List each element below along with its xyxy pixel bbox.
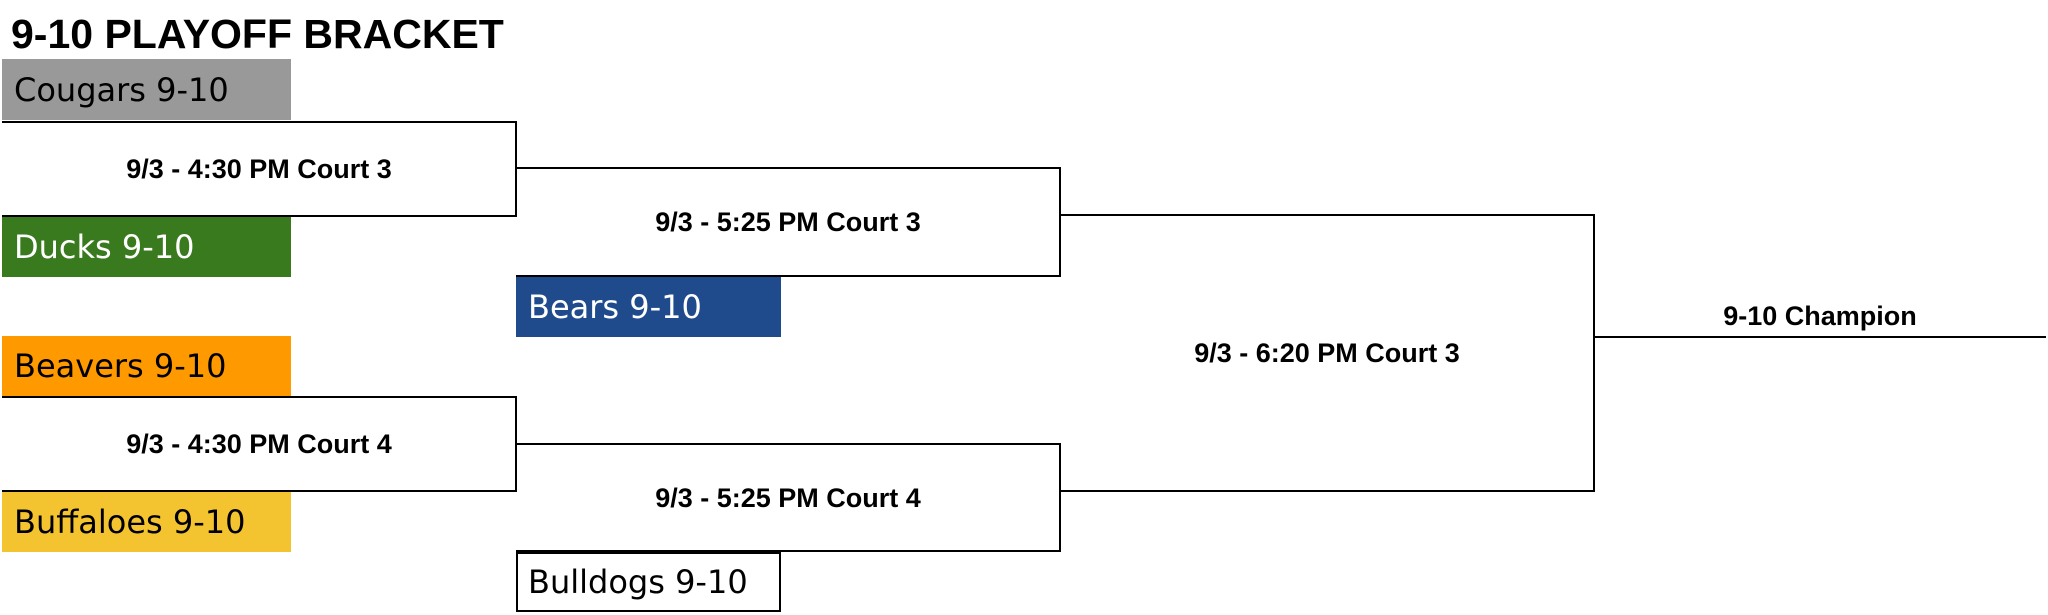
team-beavers: Beavers 9-10 xyxy=(2,336,291,396)
game-label-final: 9/3 - 6:20 PM Court 3 xyxy=(1194,338,1460,368)
game-label-r1-top: 9/3 - 4:30 PM Court 3 xyxy=(126,154,392,184)
team-label: Beavers 9-10 xyxy=(14,347,227,385)
game-label-r1-bottom: 9/3 - 4:30 PM Court 4 xyxy=(126,429,392,459)
team-bears: Bears 9-10 xyxy=(516,277,781,337)
team-cougars: Cougars 9-10 xyxy=(2,59,291,120)
game-label-r2-bottom: 9/3 - 5:25 PM Court 4 xyxy=(655,483,921,513)
team-label: Buffaloes 9-10 xyxy=(14,503,246,541)
team-label: Bulldogs 9-10 xyxy=(528,563,748,601)
team-label: Cougars 9-10 xyxy=(14,70,229,109)
team-label: Bears 9-10 xyxy=(528,288,702,326)
team-buffaloes: Buffaloes 9-10 xyxy=(2,492,291,552)
bracket-title: 9-10 PLAYOFF BRACKET xyxy=(11,11,504,57)
game-label-r2-top: 9/3 - 5:25 PM Court 3 xyxy=(655,207,921,237)
team-bulldogs: Bulldogs 9-10 xyxy=(516,552,781,612)
champion-label: 9-10 Champion xyxy=(1723,301,1917,331)
team-ducks: Ducks 9-10 xyxy=(2,217,291,277)
team-label: Ducks 9-10 xyxy=(14,228,195,266)
